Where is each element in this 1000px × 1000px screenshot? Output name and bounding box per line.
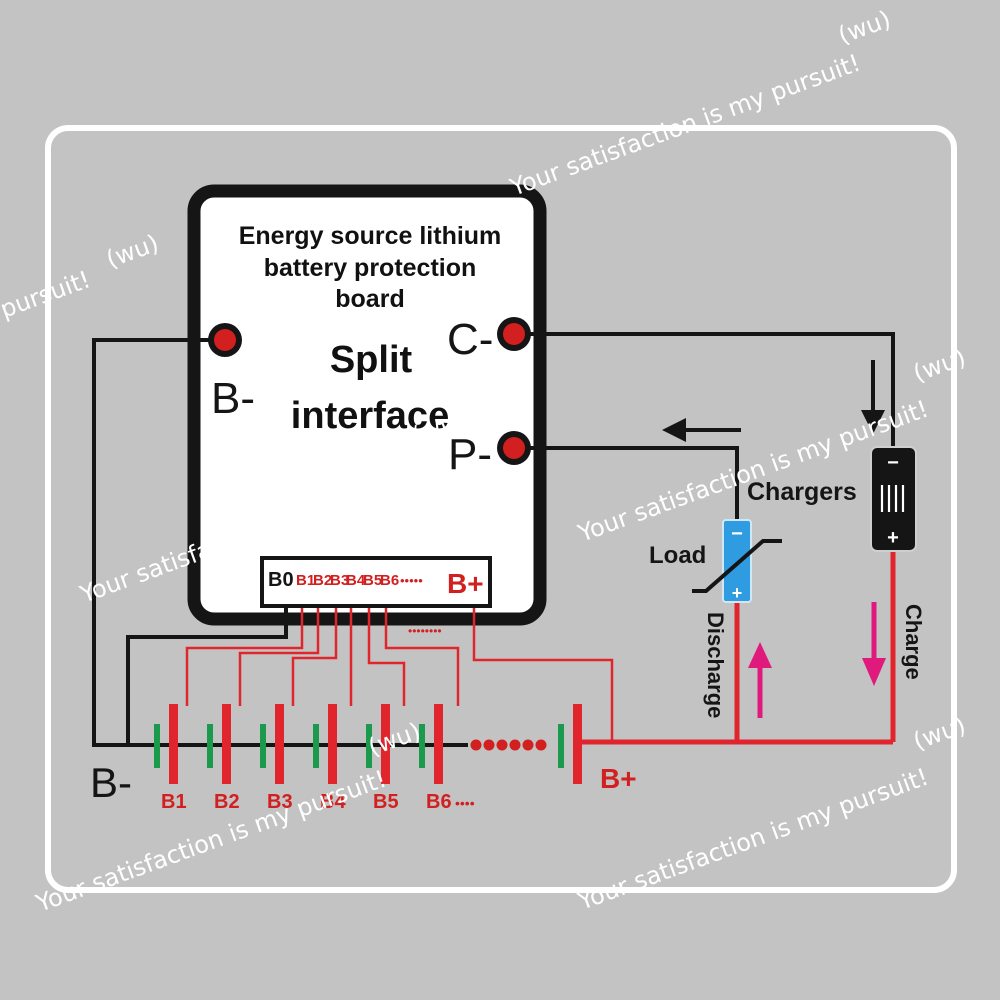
cell-b1 [154,704,178,784]
watermark-tag-top: (wu) [834,5,894,50]
balance-wires [185,597,614,740]
cell-b5 [366,704,390,784]
pad-p-minus [497,431,531,465]
watermark-tag-bottom-left: (wu) [364,717,424,762]
charge-label: Charge [901,604,926,680]
connector-b3-label: B3 [330,572,349,589]
pack-negative-label: B- [90,759,132,806]
pad-b-minus-label: B- [211,374,255,423]
pad-c-minus-label: C- [447,315,493,364]
charger-symbol [870,446,917,552]
balance-wire-b3 [291,597,338,706]
watermark-tag-right: (wu) [909,343,969,388]
charger-cell-lines [880,485,905,512]
discharge-label: Discharge [703,612,728,718]
more-cells-dots: •••• [455,795,475,811]
connector-b-plus-label: B+ [447,568,484,599]
cell-last [558,704,582,784]
pad-b-minus [208,323,242,357]
cell-label-b1: B1 [161,791,187,813]
discharge-current-arrow [662,418,741,442]
connector-b2-label: B2 [313,572,332,589]
watermark-slogan-bottom-left: Your satisfaction is my pursuit! [32,765,391,918]
balance-wire-b-plus [472,597,614,740]
board-title-line2: battery protection [264,254,477,282]
load-symbol [722,519,752,603]
connector-dots: ••••• [400,573,423,588]
charger-plus-sign: + [887,527,899,549]
load-label: Load [649,542,706,569]
connector-b0-label: B0 [268,569,294,591]
connector-b6-label: B6 [380,572,399,589]
b0-sense-wire [126,595,288,747]
c-minus-wire [526,332,895,454]
charge-flow-arrow [862,602,886,686]
charge-current-arrow [861,360,885,434]
diagram-frame [45,125,957,893]
cell-b2 [207,704,231,784]
pad-c-minus [497,317,531,351]
connector-b4-label: B4 [346,572,366,589]
connector-b5-label: B5 [363,572,382,589]
balance-wire-b6 [384,597,460,706]
balance-wire-b2 [238,597,320,706]
board-title-line1: Energy source lithium [239,222,502,250]
board-title-line3: board [335,285,404,313]
p-minus-wire [526,446,739,527]
watermark-tag-left: (wu) [102,229,162,274]
cell-label-b3: B3 [267,791,293,813]
cell-b3 [260,704,284,784]
discharge-flow-arrow [748,642,772,718]
variable-load-slash [692,539,782,593]
cell-b6 [419,704,443,784]
charger-label: Chargers [747,478,857,506]
series-continuation-dots [470,739,547,751]
battery-cells [154,704,582,784]
protection-board [187,184,547,626]
cell-label-b2: B2 [214,791,240,813]
balance-connector [260,556,492,608]
pad-p-minus-label: P- [448,430,492,479]
cell-label-b5: B5 [373,791,399,813]
balance-wire-b5 [367,597,406,706]
board-subtitle-line1: Split [330,339,413,381]
pack-positive-label: B+ [600,763,637,794]
connector-more-dots: •••••••• [408,624,442,638]
balance-wire-b1 [185,597,304,706]
board-subtitle-line2: interface [291,395,449,437]
load-minus-sign: − [731,523,743,545]
connector-b1-label: B1 [296,572,315,589]
load-plus-sign: + [732,583,743,603]
cell-b4 [313,704,337,784]
cell-label-b6: B6 [426,791,452,813]
watermark-tag-bottom-right: (wu) [909,711,969,756]
charger-minus-sign: − [887,452,899,474]
cell-label-b4: B4 [320,791,346,813]
